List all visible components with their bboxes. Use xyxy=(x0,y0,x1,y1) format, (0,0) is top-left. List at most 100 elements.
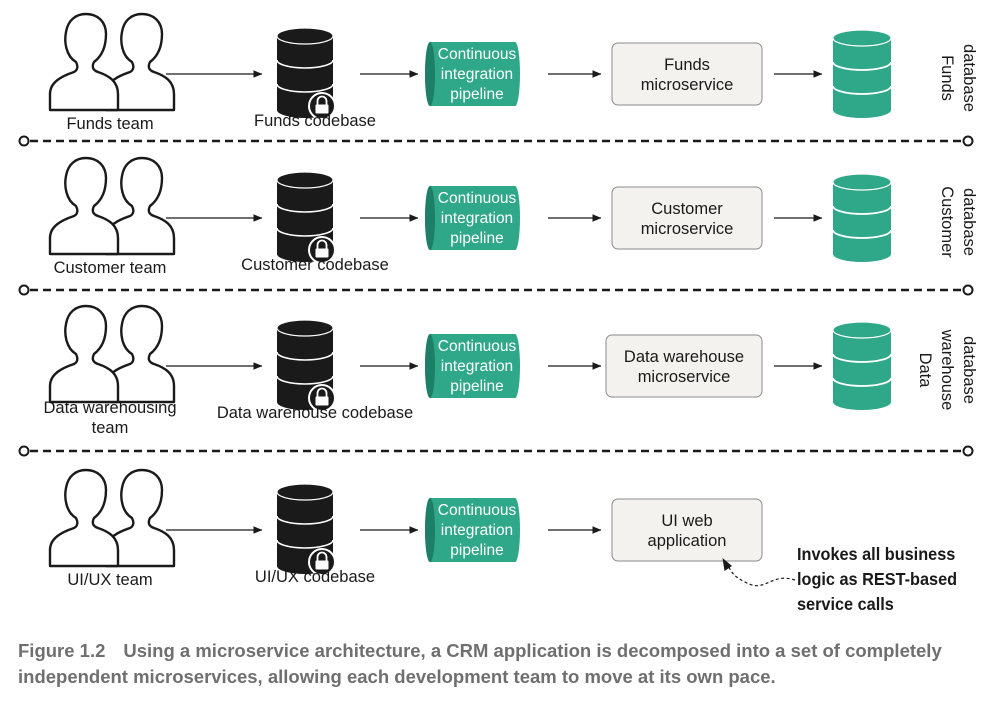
database-lock-icon xyxy=(276,171,336,264)
microservice-label: application xyxy=(648,532,727,550)
codebase-band xyxy=(276,203,334,213)
microservice-box-frame xyxy=(611,498,763,562)
pipeline-body xyxy=(425,498,520,562)
separator-endpoint xyxy=(962,445,974,457)
team-member-back xyxy=(104,468,176,568)
row-separator xyxy=(18,445,974,457)
team-icon xyxy=(48,468,176,568)
database-band xyxy=(832,377,892,387)
team-member-back xyxy=(104,304,176,404)
team-icon xyxy=(48,156,176,256)
database-top xyxy=(832,173,892,191)
codebase-band xyxy=(276,539,334,549)
lock-shackle xyxy=(316,551,328,561)
row-1: Funds team Funds codebase Continuousintegr… xyxy=(48,12,978,133)
annotation-line-3: service calls xyxy=(797,594,894,614)
codebase-top xyxy=(276,319,334,337)
annotation-line-2: logic as REST-based xyxy=(797,569,958,589)
annotation-arrow xyxy=(726,562,796,587)
team-member-front xyxy=(48,156,120,256)
codebase-label: UI/UX codebase xyxy=(255,568,375,586)
codebase-label: Data warehouse codebase xyxy=(217,404,413,422)
database-label: database xyxy=(960,336,978,404)
pipeline-body xyxy=(425,42,520,106)
database-band xyxy=(832,353,892,363)
database-band xyxy=(832,85,892,95)
annotation-arrowhead xyxy=(722,558,732,571)
pipeline-cylinder-icon: Continuous integration pipeline xyxy=(425,498,520,562)
separator-endpoint xyxy=(962,284,974,296)
pipeline-label: integration xyxy=(441,210,513,227)
pipeline-end xyxy=(425,334,435,398)
lock-body xyxy=(315,104,329,114)
row-separator xyxy=(18,135,974,147)
pipeline-label: Continuous xyxy=(438,190,517,207)
microservice-label: Customer xyxy=(651,200,723,218)
database-label: Data xyxy=(916,353,934,389)
lock-shackle xyxy=(316,387,328,397)
codebase-band xyxy=(276,59,334,69)
team-member-back xyxy=(104,12,176,112)
pipeline-body xyxy=(425,186,520,250)
database-body xyxy=(833,38,891,118)
separator-endpoint xyxy=(962,135,974,147)
microservice-box-frame xyxy=(611,186,763,250)
codebase-band xyxy=(276,351,334,361)
microservice-label: microservice xyxy=(638,368,731,386)
database-top xyxy=(832,29,892,47)
database-label: Customer xyxy=(938,186,956,258)
pipeline-end xyxy=(425,186,435,250)
codebase-band xyxy=(276,375,334,385)
microservice-label: microservice xyxy=(641,220,734,238)
codebase-top xyxy=(276,483,334,501)
database-label: database xyxy=(960,188,978,256)
database-lock-icon xyxy=(276,319,336,412)
annotation-note: Invokes all business logic as REST-based… xyxy=(797,542,983,617)
team-member-back xyxy=(104,156,176,256)
team-label: Data warehousing xyxy=(44,399,177,417)
codebase-label: Funds codebase xyxy=(254,112,376,130)
codebase-top xyxy=(276,171,334,189)
pipeline-label: Continuous xyxy=(438,502,517,519)
pipeline-label: integration xyxy=(441,522,513,539)
pipeline-label: pipeline xyxy=(450,230,503,247)
row-separator xyxy=(18,284,974,296)
pipeline-end xyxy=(425,498,435,562)
team-label: Customer team xyxy=(54,259,167,277)
team-icon xyxy=(48,12,176,112)
codebase-band xyxy=(276,515,334,525)
pipeline-label: Continuous xyxy=(438,46,517,63)
database-body xyxy=(833,330,891,410)
figure-caption-text: Using a microservice architecture, a CRM… xyxy=(18,640,942,687)
microservice-label: microservice xyxy=(641,76,734,94)
team-member-front xyxy=(48,12,120,112)
team-label: Funds team xyxy=(66,115,153,133)
pipeline-body xyxy=(425,334,520,398)
row-2: Customer team Customer codebase Continuous… xyxy=(48,156,978,277)
pipeline-cylinder-icon: Continuous integration pipeline xyxy=(425,186,520,250)
pipeline-label: pipeline xyxy=(450,378,503,395)
microservice-box-frame xyxy=(605,334,763,398)
lock-shackle xyxy=(316,95,328,105)
database-lock-icon xyxy=(276,27,336,120)
lock-body xyxy=(315,248,329,258)
microservice-box: Customer microservice xyxy=(611,186,763,250)
pipeline-label: pipeline xyxy=(450,542,503,559)
database-body xyxy=(833,182,891,262)
database-band xyxy=(832,205,892,215)
pipeline-label: pipeline xyxy=(450,86,503,103)
codebase-band xyxy=(276,227,334,237)
codebase-label: Customer codebase xyxy=(241,256,389,274)
microservice-box-frame xyxy=(611,42,763,106)
